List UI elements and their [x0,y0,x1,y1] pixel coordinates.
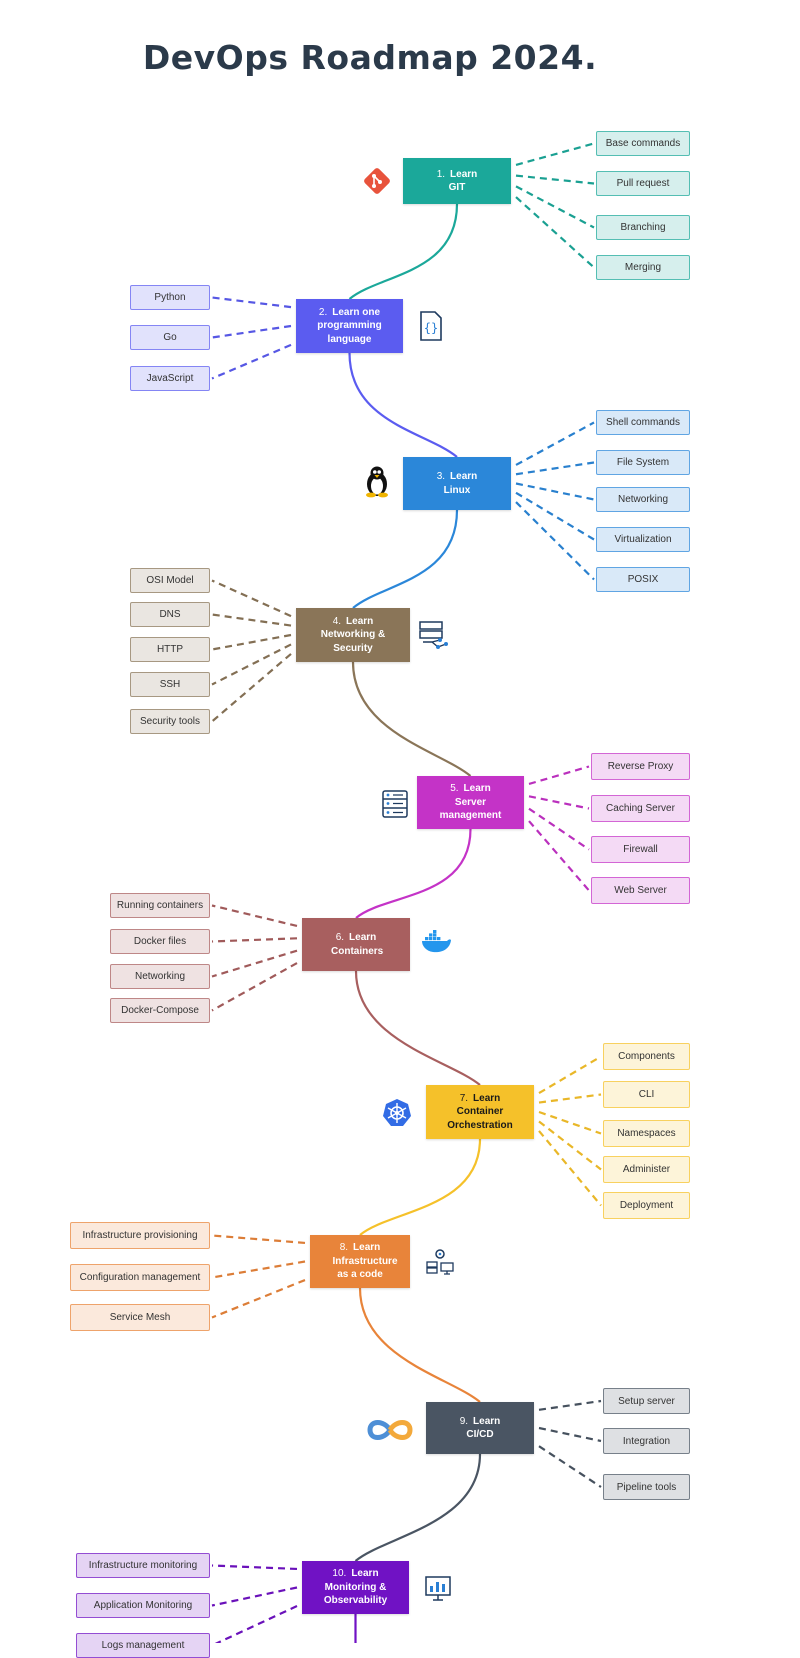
docker-whale-icon [420,930,452,959]
topic-item[interactable]: Merging [596,255,690,280]
step-label: Learn Infrastructure as a code [332,1242,398,1281]
topic-item[interactable]: CLI [603,1081,690,1108]
topic-item[interactable]: Shell commands [596,410,690,435]
step-number: 2. [318,306,328,318]
topic-item[interactable]: Docker-Compose [110,998,210,1023]
topic-item[interactable]: Application Monitoring [76,1593,210,1618]
roadmap-step-6[interactable]: 6.Learn Containers [302,918,410,971]
topic-item[interactable]: DNS [130,602,210,627]
infinity-loop-icon [364,1416,416,1449]
step-number: 5. [450,783,459,795]
topic-item[interactable]: File System [596,450,690,475]
step-label: Learn Server management [439,783,502,822]
roadmap-step-3[interactable]: 3.Learn Linux [403,457,511,510]
topic-item[interactable]: Running containers [110,893,210,918]
step-number: 3. [436,471,446,482]
topic-item[interactable]: Go [130,325,210,350]
page-title: DevOps Roadmap 2024. [142,38,598,77]
topic-item[interactable]: Firewall [591,836,690,863]
step-label: Learn CI/CD [466,1415,501,1441]
topic-item[interactable]: Integration [603,1428,690,1454]
topic-item[interactable]: Pull request [596,171,690,196]
topic-item[interactable]: Deployment [603,1192,690,1219]
kubernetes-wheel-icon [382,1098,412,1133]
roadmap-step-1[interactable]: 1.Learn GIT [403,158,511,204]
step-number: 6. [335,932,345,943]
roadmap-step-7[interactable]: 7.Learn Container Orchestration [426,1085,534,1139]
topic-item[interactable]: Branching [596,215,690,240]
step-number: 8. [339,1242,349,1254]
topic-item[interactable]: Networking [596,487,690,512]
roadmap-step-4[interactable]: 4.Learn Networking & Security [296,608,410,662]
topic-item[interactable]: JavaScript [130,366,210,391]
roadmap-step-8[interactable]: 8.Learn Infrastructure as a code [310,1235,410,1288]
step-label: Learn Monitoring & Observability [323,1568,388,1607]
topic-item[interactable]: Service Mesh [70,1304,210,1331]
step-number: 10. [332,1568,347,1580]
topic-item[interactable]: Docker files [110,929,210,954]
network-server-icon [418,620,450,655]
server-rack-icon [381,789,409,824]
topic-item[interactable]: POSIX [596,567,690,592]
roadmap-step-5[interactable]: 5.Learn Server management [417,776,524,829]
step-number: 9. [459,1415,469,1427]
linux-penguin-icon [362,464,392,503]
topic-item[interactable]: Reverse Proxy [591,753,690,780]
git-icon [362,166,392,201]
code-file-icon: {} [417,310,445,347]
topic-item[interactable]: Namespaces [603,1120,690,1147]
roadmap-step-9[interactable]: 9.Learn CI/CD [426,1402,534,1454]
monitoring-chart-icon [424,1575,452,1608]
step-label: Learn Container Orchestration [447,1092,513,1131]
topic-item[interactable]: Pipeline tools [603,1474,690,1500]
topic-item[interactable]: Python [130,285,210,310]
topic-item[interactable]: Administer [603,1156,690,1183]
step-label: Learn Containers [331,932,384,957]
step-label: Learn Linux [443,471,478,496]
infrastructure-gear-icon [425,1247,455,1282]
topic-item[interactable]: Configuration management [70,1264,210,1291]
step-label: Learn GIT [448,168,478,194]
svg-text:{}: {} [424,321,438,335]
topic-item[interactable]: Setup server [603,1388,690,1414]
step-label: Learn Networking & Security [320,615,386,654]
step-label: Learn one programming language [317,306,382,345]
topic-item[interactable]: Caching Server [591,795,690,822]
topic-item[interactable]: Infrastructure monitoring [76,1553,210,1578]
topic-item[interactable]: SSH [130,672,210,697]
topic-item[interactable]: Web Server [591,877,690,904]
topic-item[interactable]: Networking [110,964,210,989]
step-number: 4. [332,615,342,627]
step-number: 7. [459,1092,469,1104]
topic-item[interactable]: OSI Model [130,568,210,593]
topic-item[interactable]: Virtualization [596,527,690,552]
topic-item[interactable]: Base commands [596,131,690,156]
step-number: 1. [436,168,446,180]
topic-item[interactable]: Security tools [130,709,210,734]
roadmap-step-10[interactable]: 10.Learn Monitoring & Observability [302,1561,409,1614]
topic-item[interactable]: HTTP [130,637,210,662]
roadmap-step-2[interactable]: 2.Learn one programming language [296,299,403,353]
topic-item[interactable]: Infrastructure provisioning [70,1222,210,1249]
topic-item[interactable]: Logs management [76,1633,210,1658]
topic-item[interactable]: Components [603,1043,690,1070]
